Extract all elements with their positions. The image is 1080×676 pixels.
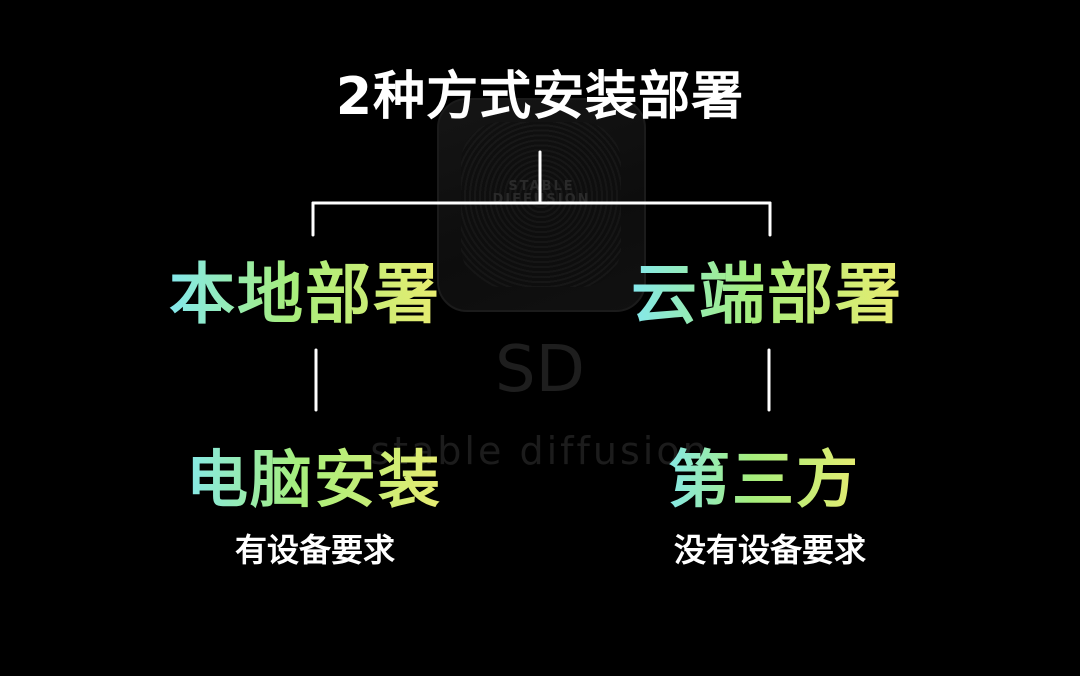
method-pc-install: 电脑安装 bbox=[162, 442, 466, 518]
branch-local-deploy: 本地部署 bbox=[150, 254, 460, 334]
watermark-sub-text: stable diffusion bbox=[370, 429, 710, 473]
note-no-hardware-required: 没有设备要求 bbox=[673, 531, 866, 569]
watermark-big-text: SD bbox=[495, 333, 585, 407]
branch-cloud-deploy: 云端部署 bbox=[612, 254, 922, 334]
diagram-title: 2种方式安装部署 bbox=[335, 67, 745, 127]
note-hardware-required: 有设备要求 bbox=[234, 531, 395, 569]
watermark-logo: STABLE DIFFUSION bbox=[437, 98, 646, 312]
method-third-party: 第三方 bbox=[648, 442, 880, 518]
